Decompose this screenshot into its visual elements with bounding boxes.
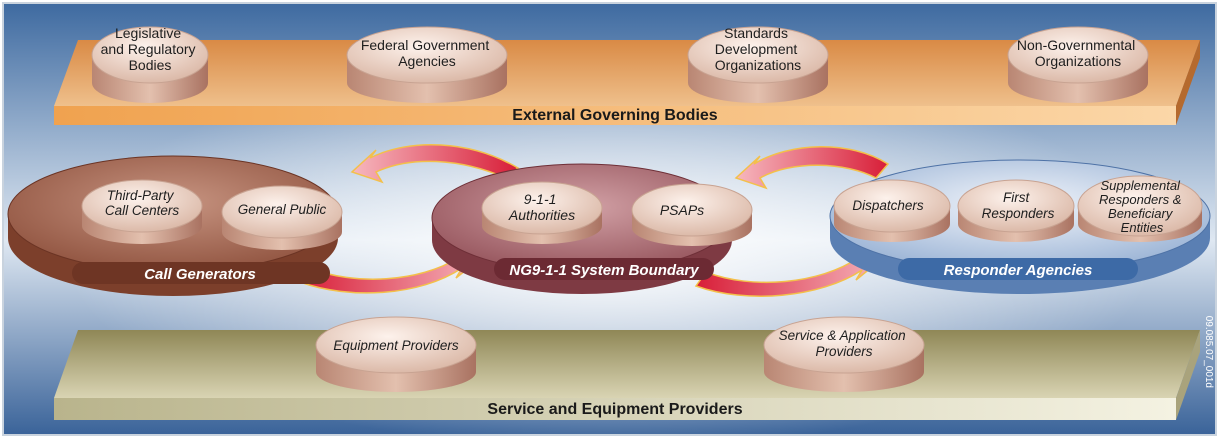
disk-first-responders: First Responders: [957, 179, 1075, 242]
disk-federal-government: Federal Government Agencies: [346, 26, 508, 103]
disk-federal-government-label: Federal Government Agencies: [361, 37, 493, 69]
disk-911-authorities-label: 9-1-1 Authorities: [508, 191, 575, 223]
disk-third-party-label: Third-Party Call Centers: [105, 188, 180, 218]
disk-non-governmental-label: Non-Governmental Organizations: [1017, 37, 1139, 69]
disk-general-public: General Public: [221, 185, 343, 250]
disk-third-party: Third-Party Call Centers: [81, 179, 203, 244]
responder-agencies-label: Responder Agencies: [944, 262, 1093, 279]
disk-standards-development-label: Standards Development Organizations: [715, 25, 801, 73]
disk-equipment-providers: Equipment Providers: [315, 316, 477, 392]
disk-general-public-label: General Public: [238, 202, 327, 217]
external-governing-label: External Governing Bodies: [512, 107, 717, 124]
call-generators-bar: [72, 262, 330, 284]
disk-911-authorities: 9-1-1 Authorities: [481, 181, 603, 244]
service-equipment-label: Service and Equipment Providers: [487, 401, 742, 418]
disk-supplemental-responders: Supplemental Responders & Beneficiary En…: [1077, 175, 1203, 242]
disk-legislative-label: Legislative and Regulatory Bodies: [101, 25, 200, 73]
disk-first-responders-label: First Responders: [982, 190, 1055, 221]
disk-non-governmental: Non-Governmental Organizations: [1007, 26, 1149, 103]
disk-psaps: PSAPs: [631, 183, 753, 246]
ng911-bar: [494, 258, 714, 280]
disk-dispatchers-label: Dispatchers: [852, 198, 924, 213]
arrow-responder-to-ng911-top: [734, 146, 890, 190]
disk-service-application-label: Service & Application Providers: [779, 328, 910, 359]
external-governing-platform: External Governing Bodies: [54, 40, 1200, 125]
call-generators-label: Call Generators: [144, 266, 256, 283]
ng911-label: NG9-1-1 System Boundary: [509, 262, 699, 279]
disk-legislative: Legislative and Regulatory Bodies: [91, 25, 209, 103]
figure-id: 09.085.07_001d: [1203, 316, 1214, 388]
responder-agencies-bar: [898, 258, 1138, 280]
service-equipment-platform: Service and Equipment Providers: [54, 330, 1200, 420]
disk-dispatchers: Dispatchers: [833, 179, 951, 242]
disk-standards-development: Standards Development Organizations: [687, 25, 829, 103]
disk-service-application: Service & Application Providers: [763, 316, 925, 392]
disk-equipment-providers-label: Equipment Providers: [333, 338, 459, 353]
arrow-ng911-to-callgen-top: [350, 144, 520, 184]
disk-supplemental-responders-label: Supplemental Responders & Beneficiary En…: [1099, 178, 1185, 235]
disk-psaps-label: PSAPs: [660, 202, 704, 218]
